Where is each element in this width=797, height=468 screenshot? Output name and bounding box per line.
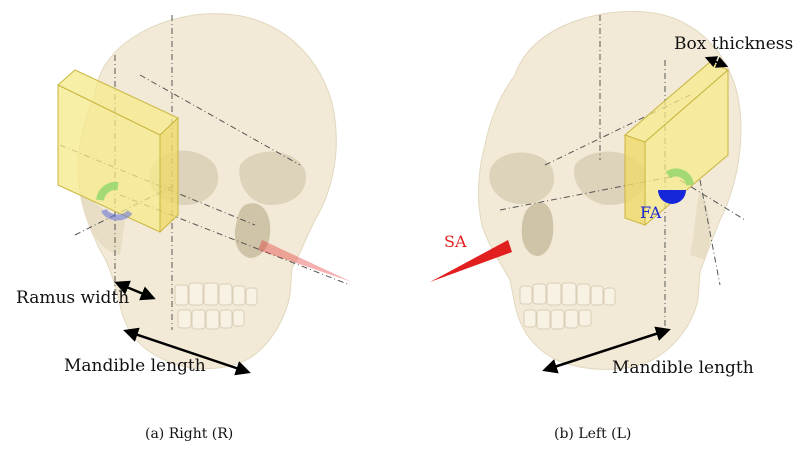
mandible-length-label-right: Mandible length (64, 356, 206, 376)
caption-left: (b) Left (L) (554, 426, 632, 442)
blue-arc-right (101, 208, 133, 221)
fa-label: FA (640, 203, 662, 222)
mandible-length-label-left: Mandible length (612, 358, 754, 378)
sa-wedge-left (430, 240, 512, 282)
box-left (624, 61, 729, 227)
mandible-length-arrow-right (123, 327, 251, 376)
mandible-length-arrow-left (542, 326, 671, 374)
sa-wedge-right (258, 240, 352, 282)
green-arc-left (665, 168, 694, 186)
ramus-width-arrow (114, 280, 156, 301)
ramus-width-label: Ramus width (16, 288, 130, 308)
box-thickness-label: Box thickness (674, 34, 794, 54)
skull-left (477, 11, 742, 370)
box-thickness-arrow (704, 56, 729, 68)
fa-arc (658, 190, 686, 204)
green-arc-right (96, 181, 119, 201)
box-right (57, 69, 179, 234)
sa-label: SA (444, 232, 467, 251)
caption-right: (a) Right (R) (145, 426, 234, 442)
